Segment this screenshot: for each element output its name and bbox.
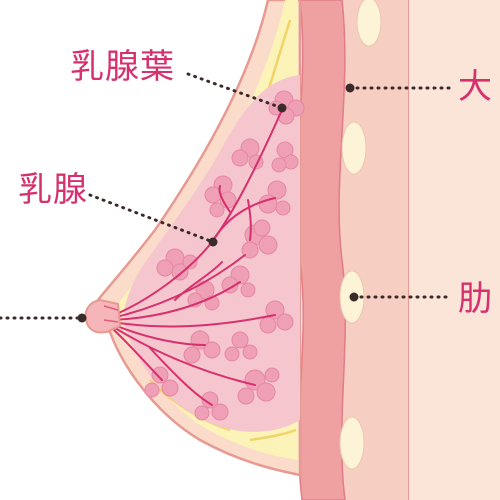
lobule-icon: [224, 331, 258, 362]
lobule-icon: [259, 300, 294, 334]
lobule-icon: [237, 367, 280, 405]
leader-lines: [0, 72, 454, 320]
lobule-icon: [144, 366, 179, 398]
nipple-icon: [84, 298, 122, 334]
label-mammary-gland: 乳腺: [18, 170, 88, 210]
leader-dot-lobule: [277, 103, 287, 113]
leader-dot-right-top: [345, 83, 355, 93]
leader-dot-right-mid: [349, 292, 359, 302]
leader-dot-nipple: [77, 313, 87, 323]
pectoral-muscle: [295, 0, 347, 500]
lobule-icon: [156, 248, 198, 281]
lobule-icon: [194, 391, 229, 421]
rib-icon: [339, 416, 365, 470]
leader-dot-gland: [208, 237, 218, 247]
rib-icon: [356, 0, 382, 47]
lobule-icon: [221, 265, 256, 298]
label-right-mid-partial: 肋: [458, 279, 493, 319]
leader-dots: [77, 83, 359, 323]
label-right-top-partial: 大: [458, 67, 493, 107]
lobule-icon: [204, 175, 237, 218]
leader-line-lobule: [186, 72, 284, 110]
rib-icon: [341, 121, 367, 175]
lobule-icon: [271, 141, 299, 173]
leader-line-gland: [88, 193, 215, 244]
milk-ducts: [111, 109, 283, 406]
label-mammary-lobule: 乳腺葉: [70, 47, 175, 87]
